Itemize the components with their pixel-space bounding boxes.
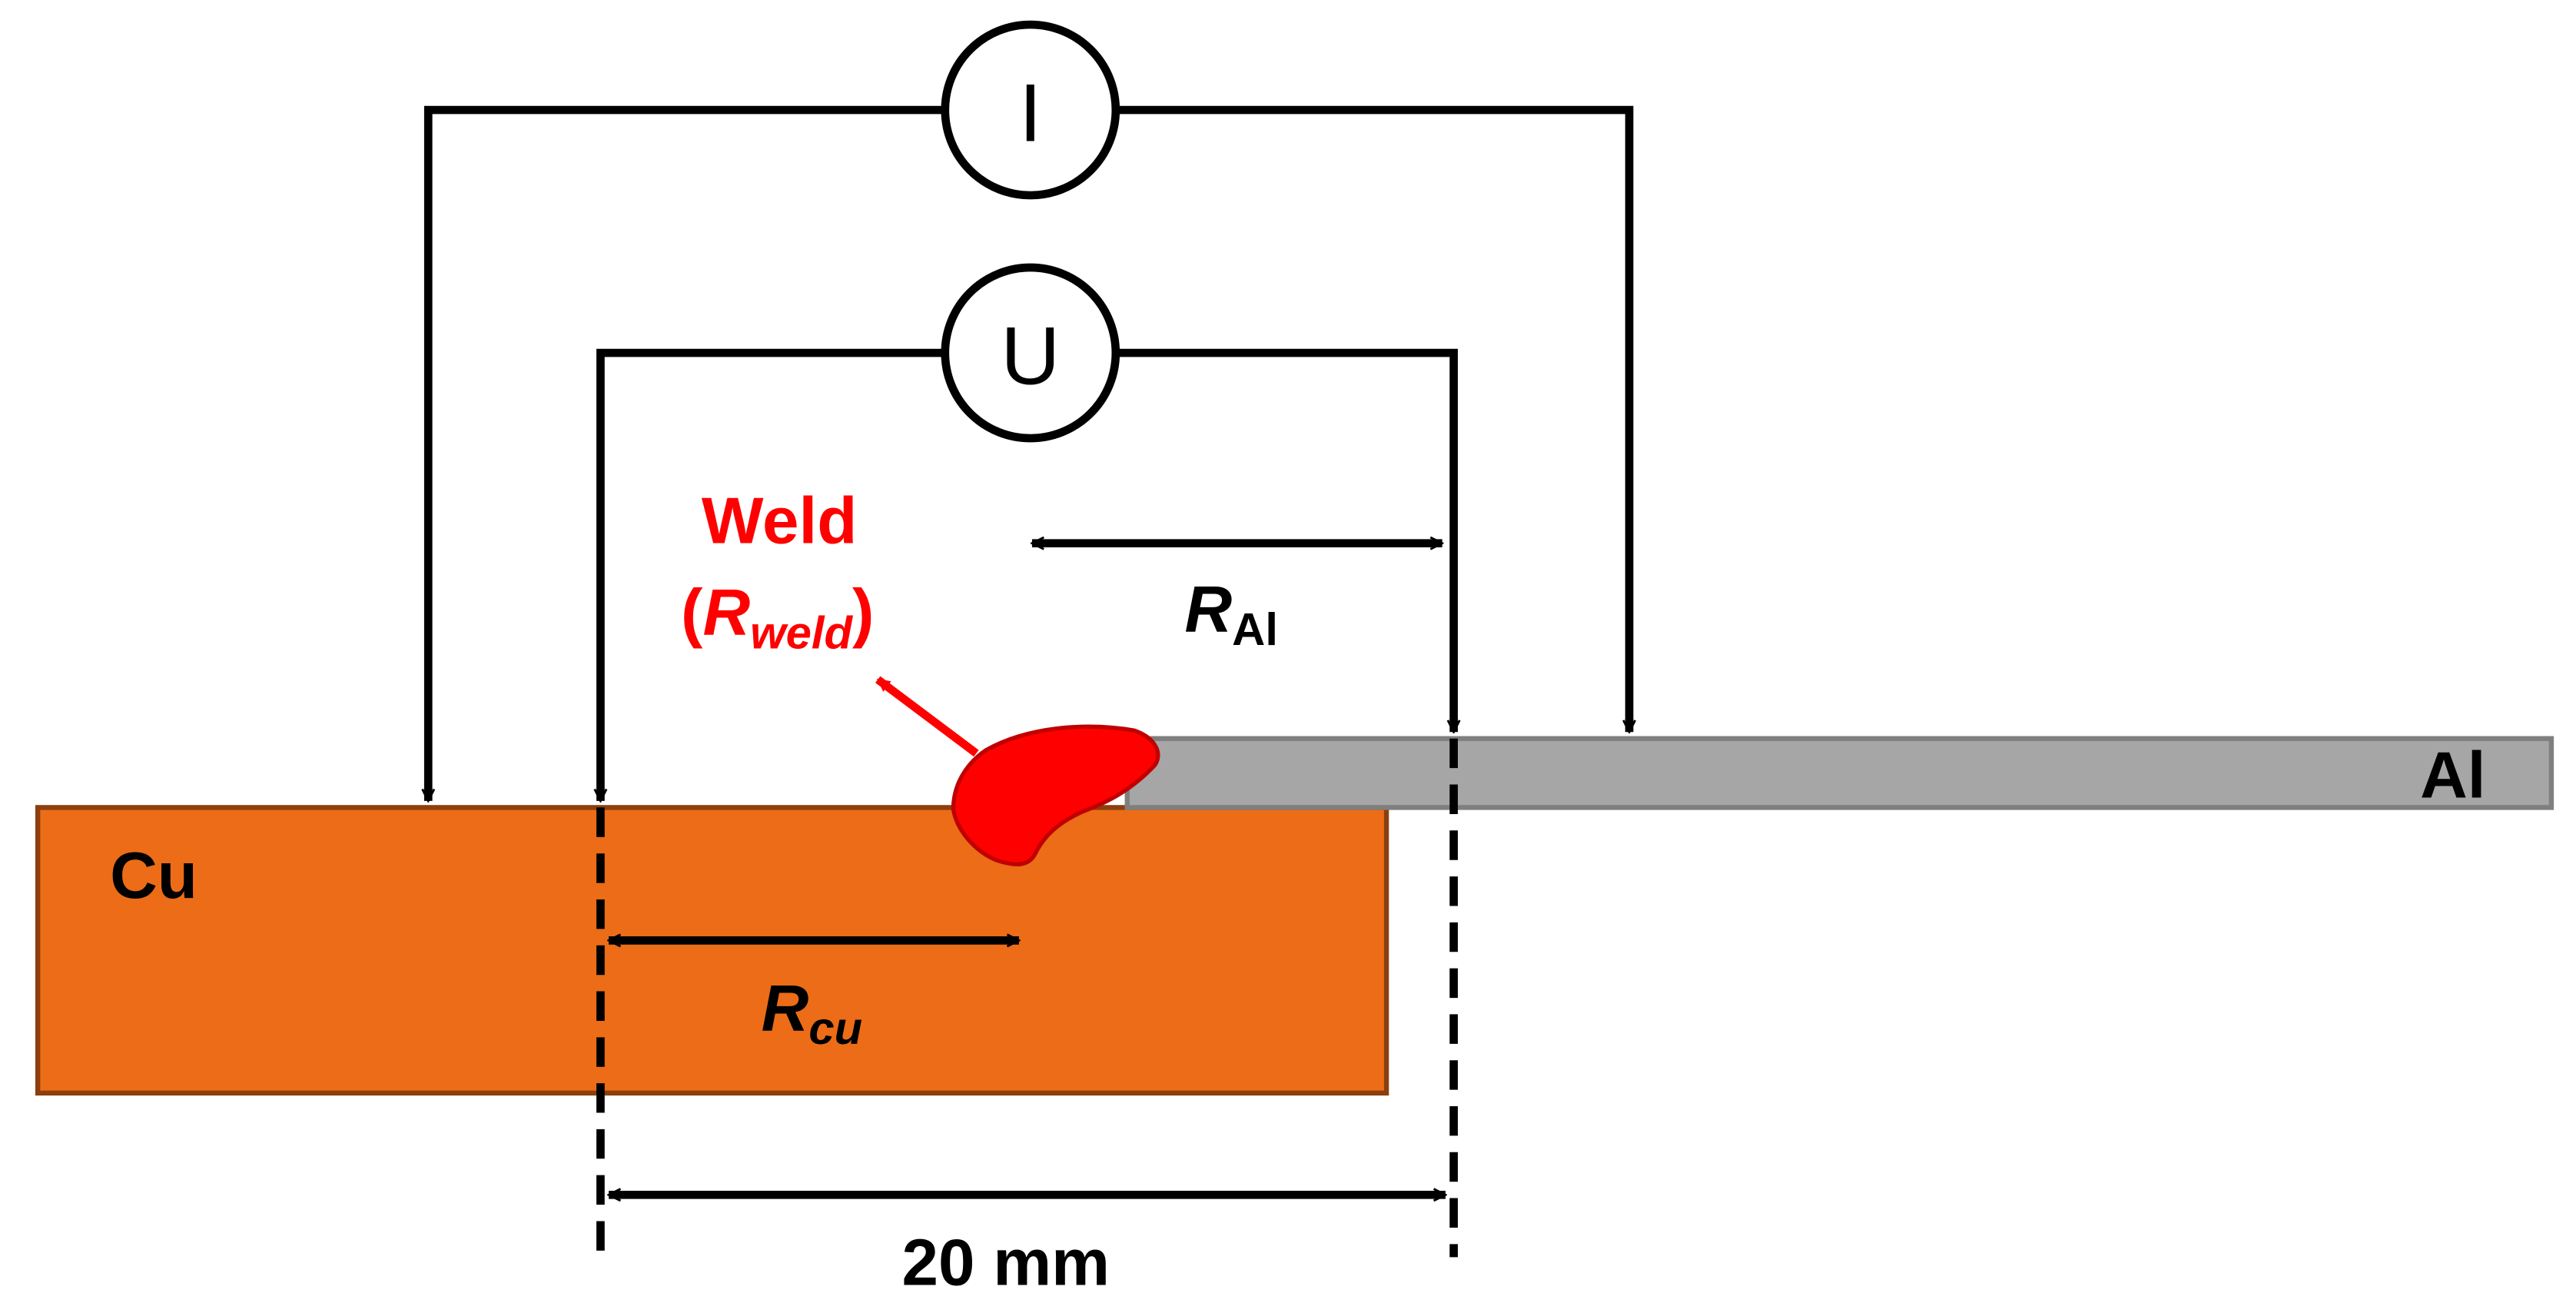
weld-pointer-arrow <box>875 676 979 757</box>
ammeter-circle <box>941 20 1120 200</box>
weld-paren-open: ( <box>681 577 703 650</box>
ammeter-label: I <box>1019 67 1042 159</box>
voltage-lead-right <box>1115 348 1454 732</box>
aluminium-sheet <box>1124 736 2554 810</box>
voltage-circuit: U <box>600 263 1454 801</box>
voltmeter-circle <box>941 263 1120 443</box>
weld-title: Weld <box>702 485 857 558</box>
r-al-label: RAl <box>1184 573 1277 655</box>
copper-label: Cu <box>110 839 198 912</box>
current-circuit: I <box>428 20 1629 801</box>
voltmeter-label: U <box>1001 310 1060 402</box>
weld-blob <box>951 724 1160 866</box>
voltage-lead-left <box>600 348 945 801</box>
current-lead-right <box>1115 105 1629 732</box>
r-cu-subscript: cu <box>808 1002 862 1054</box>
r-al-symbol: R <box>1184 573 1232 647</box>
r-cu-symbol: R <box>762 972 809 1045</box>
copper-block <box>35 805 1389 1096</box>
current-lead-left <box>428 105 945 801</box>
aluminium-label: Al <box>2420 740 2485 813</box>
dimension-label: 20 mm <box>901 1227 1110 1300</box>
weld-resistance-label: (Rweld) <box>681 577 874 658</box>
r-cu-label: Rcu <box>762 972 862 1054</box>
weld-r-subscript: weld <box>750 607 853 658</box>
weld-paren-close: ) <box>852 577 874 650</box>
weld-r-symbol: R <box>702 577 750 650</box>
r-al-subscript: Al <box>1232 603 1278 655</box>
